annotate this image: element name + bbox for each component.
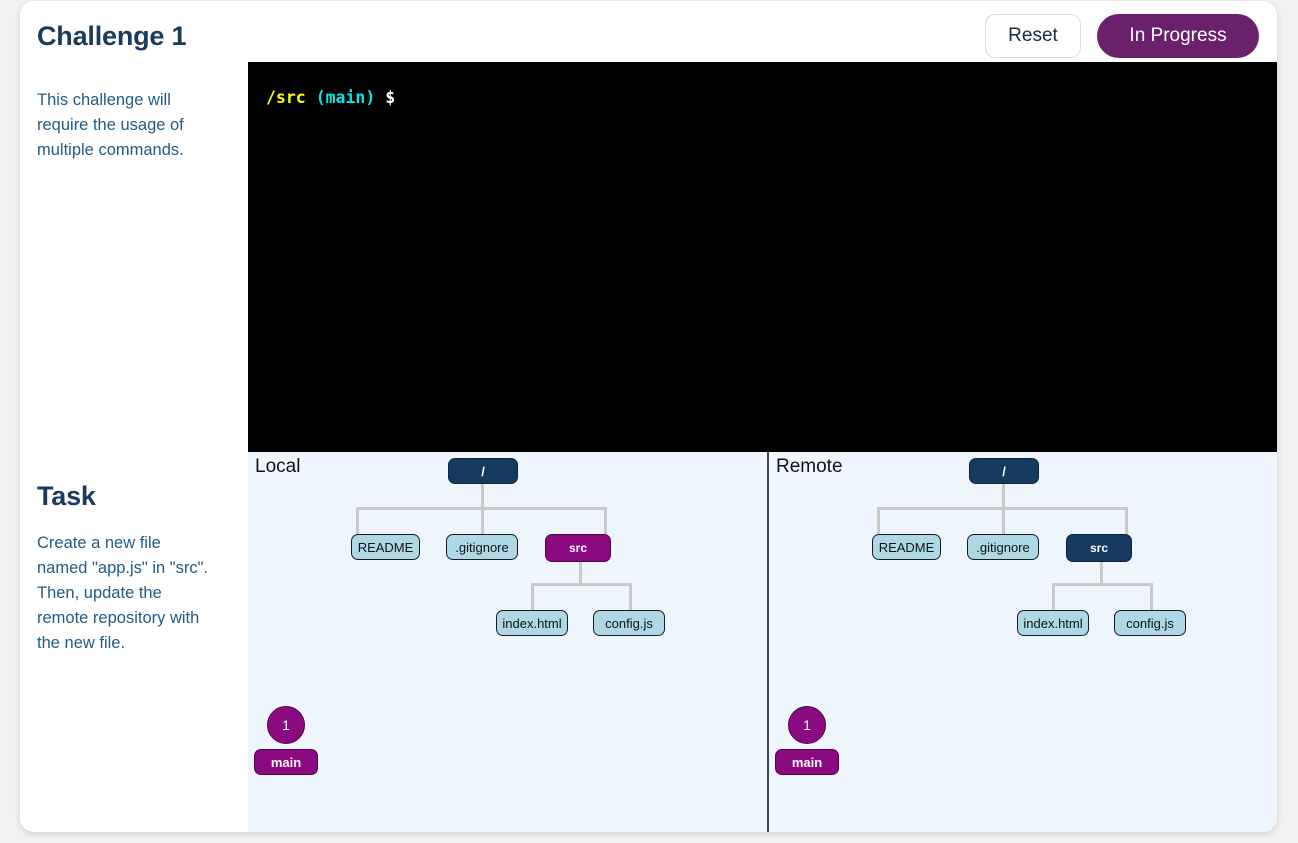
local-commit-node[interactable]: 1 (267, 706, 305, 744)
local-node-src[interactable]: src (545, 534, 611, 562)
local-edge-level2-bus (531, 583, 629, 586)
terminal-dollar: $ (385, 88, 396, 107)
reset-button[interactable]: Reset (985, 14, 1081, 58)
local-node-root[interactable]: / (448, 458, 518, 484)
remote-commit-node[interactable]: 1 (788, 706, 826, 744)
repositories-panel: Local / README .gitignore src (248, 452, 1277, 832)
terminal-path: /src (266, 88, 306, 107)
local-node-gitignore[interactable]: .gitignore (446, 534, 518, 560)
local-node-index-html[interactable]: index.html (496, 610, 568, 636)
header-actions: Reset In Progress (985, 14, 1259, 58)
page-title: Challenge 1 (37, 21, 187, 51)
status-badge-button[interactable]: In Progress (1097, 14, 1259, 58)
remote-edge-config-down (1150, 583, 1153, 610)
remote-node-readme[interactable]: README (872, 534, 941, 560)
local-branch-label[interactable]: main (254, 749, 318, 775)
challenge-description: This challenge will require the usage of… (37, 91, 184, 159)
remote-repo-pane: Remote / README .gitignore src index.htm… (767, 452, 1277, 832)
local-edge-root-down (481, 484, 484, 508)
local-repo-pane: Local / README .gitignore src (248, 452, 767, 832)
remote-edge-gitignore-down (1002, 507, 1005, 535)
remote-edge-src-children-down (1100, 562, 1103, 584)
local-edge-config-down (629, 583, 632, 610)
remote-node-src[interactable]: src (1066, 534, 1132, 562)
remote-edge-index-down (1052, 583, 1055, 610)
terminal-input[interactable] (405, 90, 413, 105)
local-edge-index-down (531, 583, 534, 610)
local-edge-src-down (604, 507, 607, 535)
challenge-card: Challenge 1 Reset In Progress This chall… (20, 1, 1277, 832)
local-pane-label: Local (255, 456, 301, 477)
remote-edge-src-down (1125, 507, 1128, 535)
local-node-config-js[interactable]: config.js (593, 610, 665, 636)
task-description: Create a new file named "app.js" in "src… (37, 534, 209, 652)
remote-edge-readme-down (877, 507, 880, 535)
remote-pane-label: Remote (776, 456, 843, 477)
remote-branch-label[interactable]: main (775, 749, 839, 775)
local-node-readme[interactable]: README (351, 534, 420, 560)
remote-node-config-js[interactable]: config.js (1114, 610, 1186, 636)
local-edge-gitignore-down (481, 507, 484, 535)
remote-edge-root-down (1002, 484, 1005, 508)
local-file-tree: / README .gitignore src index.html confi… (248, 452, 767, 712)
sidebar: This challenge will require the usage of… (20, 62, 228, 832)
task-heading: Task (37, 481, 96, 511)
remote-node-index-html[interactable]: index.html (1017, 610, 1089, 636)
terminal-panel[interactable]: /src (main) $ (248, 62, 1277, 452)
remote-node-root[interactable]: / (969, 458, 1039, 484)
header: Challenge 1 Reset In Progress (20, 1, 1277, 62)
remote-file-tree: / README .gitignore src index.html confi… (769, 452, 1277, 712)
local-edge-readme-down (356, 507, 359, 535)
local-edge-src-children-down (579, 562, 582, 584)
remote-edge-level2-bus (1052, 583, 1150, 586)
terminal-prompt-line: /src (main) $ (266, 88, 1273, 108)
remote-node-gitignore[interactable]: .gitignore (967, 534, 1039, 560)
terminal-branch: (main) (315, 88, 376, 107)
